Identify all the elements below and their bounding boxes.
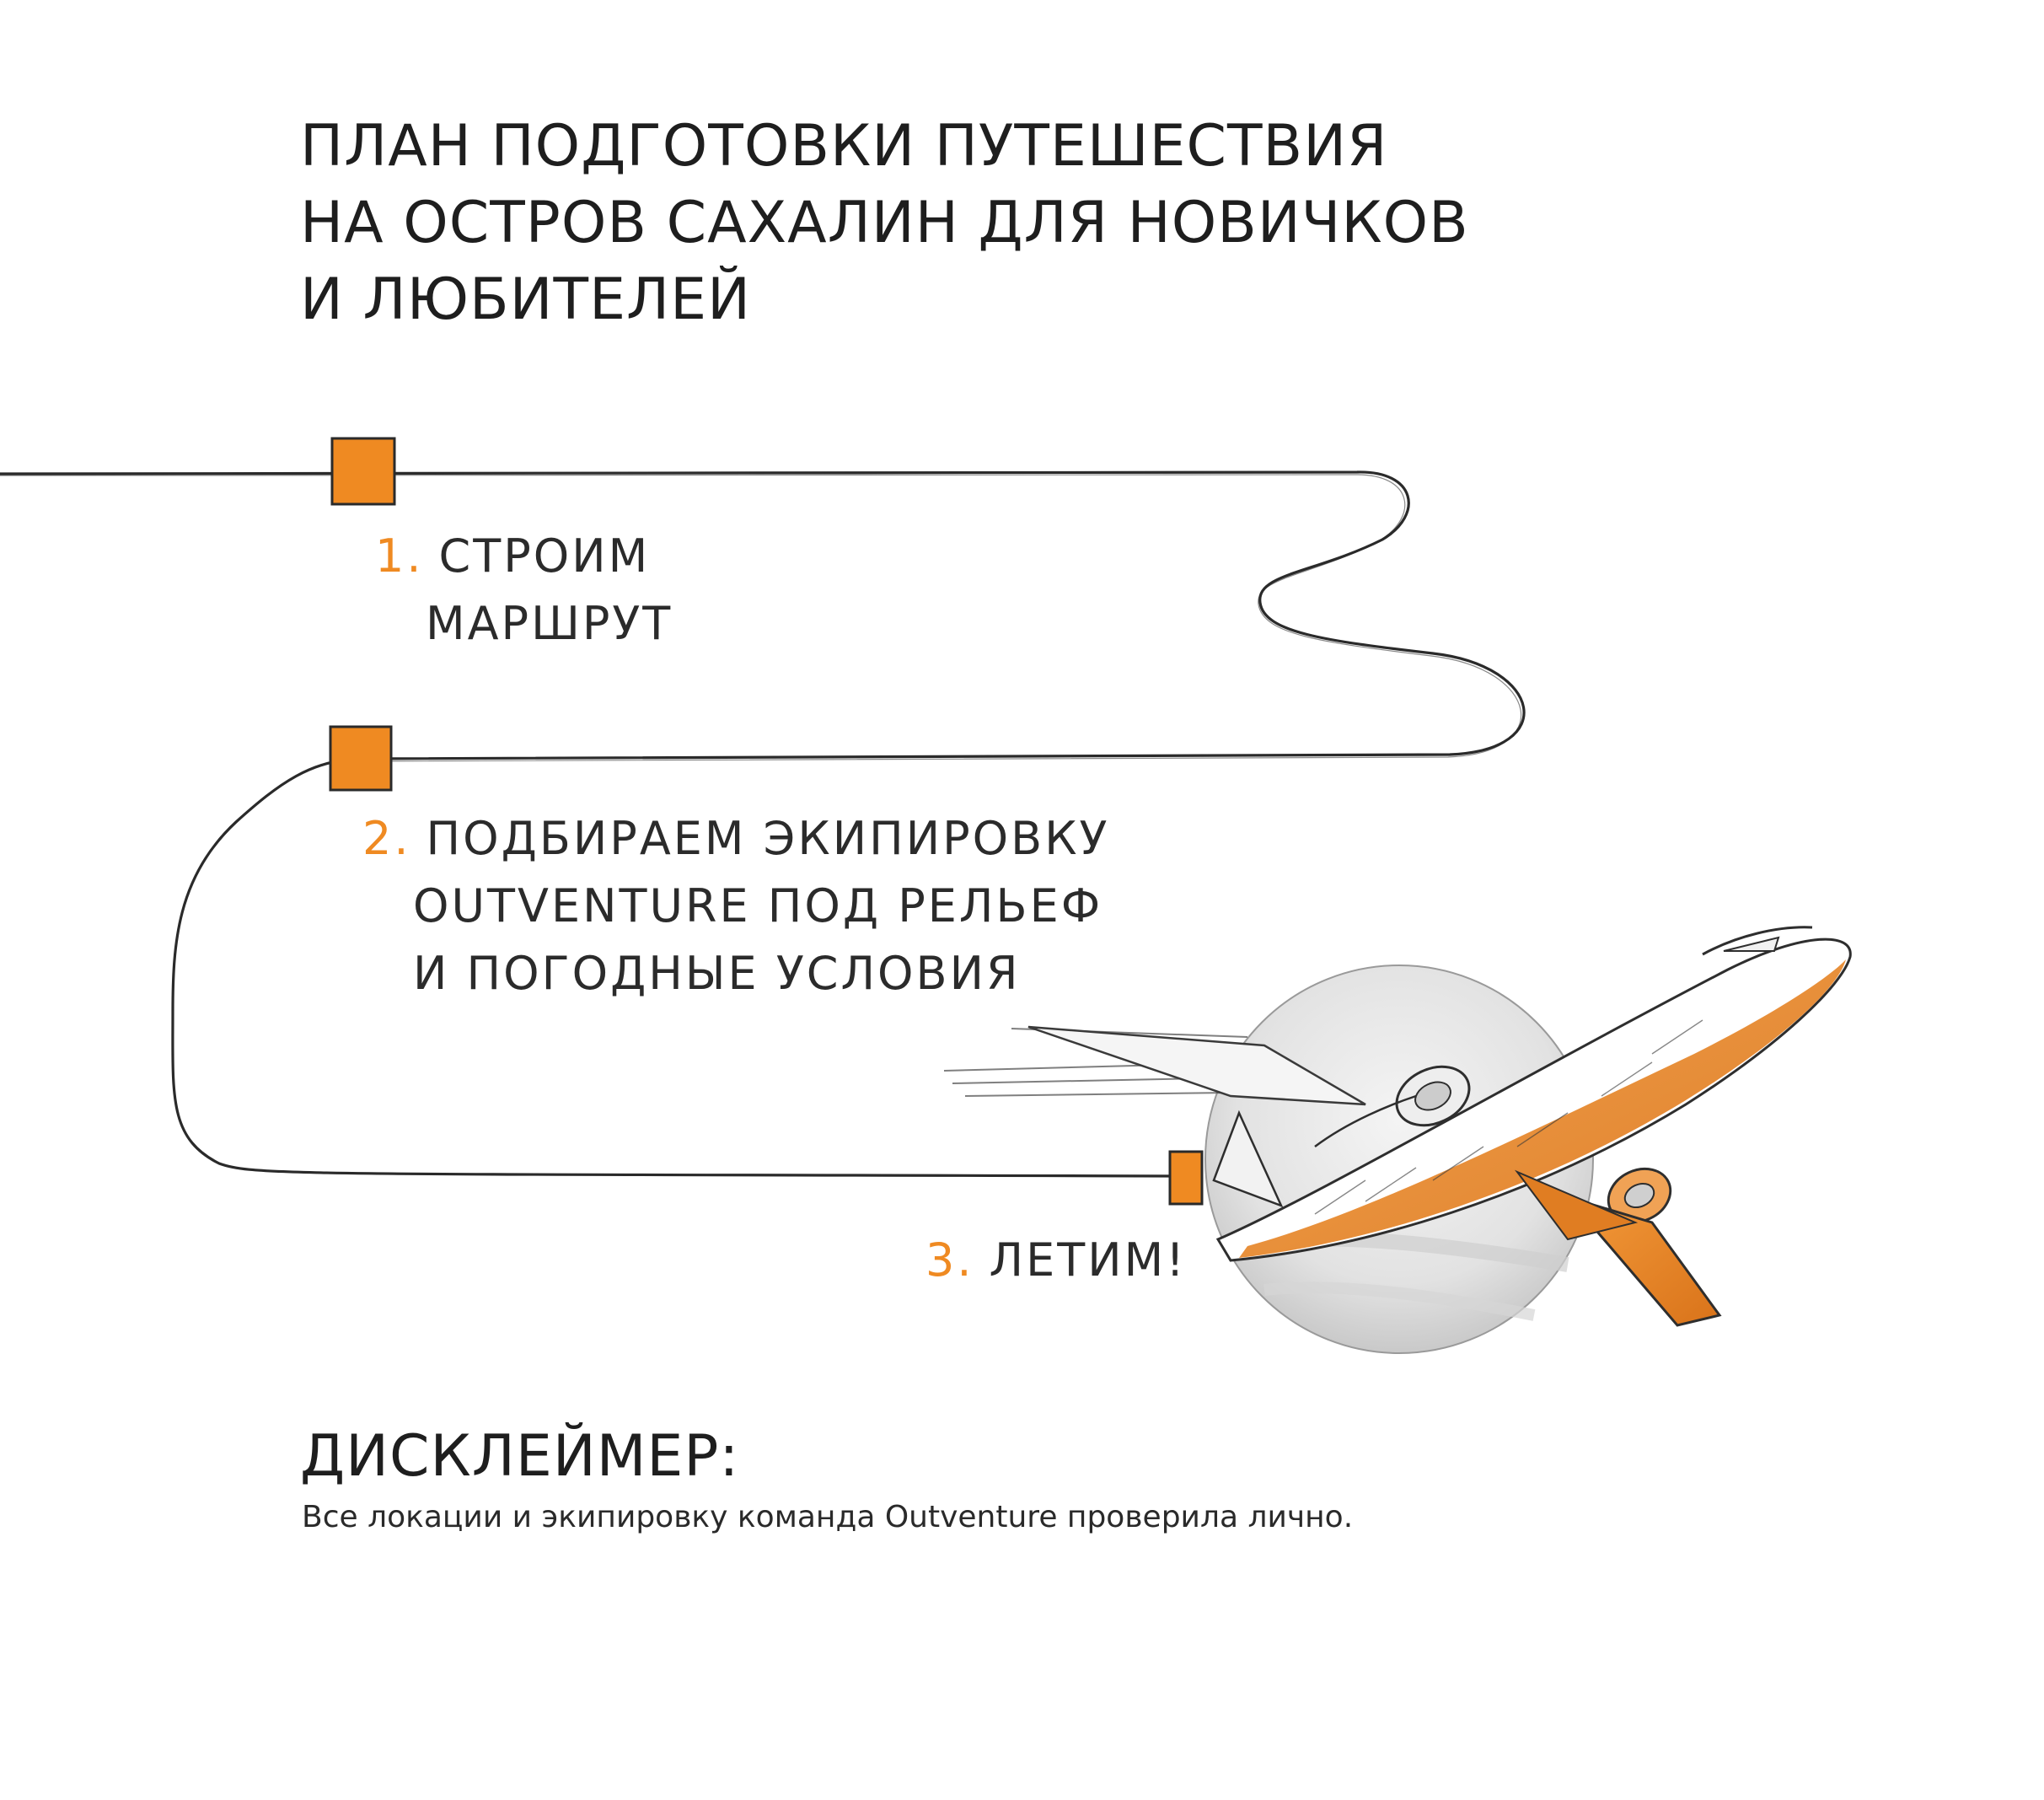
step-2-line-1: ПОДБИРАЕМ ЭКИПИРОВКУ — [426, 812, 1110, 865]
title-line-1: ПЛАН ПОДГОТОВКИ ПУТЕШЕСТВИЯ — [300, 113, 1388, 180]
step-1-label: 1. СТРОИМ МАРШРУТ — [375, 523, 673, 658]
disclaimer-text: Все локации и экипировку команда Outvent… — [302, 1500, 1354, 1534]
title-line-2: НА ОСТРОВ САХАЛИН ДЛЯ НОВИЧКОВ — [300, 190, 1469, 256]
step-2-line-2: OUTVENTURE ПОД РЕЛЬЕФ — [413, 879, 1103, 932]
airplane-tail — [1212, 1110, 1284, 1208]
page-title: ПЛАН ПОДГОТОВКИ ПУТЕШЕСТВИЯ НА ОСТРОВ СА… — [300, 108, 1469, 338]
step-1-marker — [330, 437, 396, 506]
step-2-number: 2. — [362, 812, 411, 865]
disclaimer-title: ДИСКЛЕЙМЕР: — [300, 1423, 740, 1490]
step-2-line-3: И ПОГОДНЫЕ УСЛОВИЯ — [413, 947, 1021, 1000]
step-1-number: 1. — [375, 529, 424, 583]
route-line-sketch — [0, 474, 1522, 762]
route-line — [0, 470, 1526, 1178]
step-3-line-1: ЛЕТИМ! — [989, 1233, 1187, 1287]
step-1-line-2: МАРШРУТ — [426, 597, 673, 650]
step-3-marker — [1168, 1150, 1204, 1206]
airplane-upper-wing — [1027, 1025, 1366, 1106]
step-2-marker — [329, 725, 393, 792]
airplane-illustration — [943, 926, 1852, 1354]
step-3-number: 3. — [925, 1233, 974, 1287]
title-line-3: И ЛЮБИТЕЛЕЙ — [300, 266, 752, 333]
airplane-fuselage — [1215, 938, 1852, 1262]
step-3-label: 3. ЛЕТИМ! — [925, 1227, 1187, 1294]
step-1-line-1: СТРОИМ — [438, 529, 651, 583]
step-2-label: 2. ПОДБИРАЕМ ЭКИПИРОВКУ OUTVENTURE ПОД РЕ… — [362, 805, 1109, 1007]
